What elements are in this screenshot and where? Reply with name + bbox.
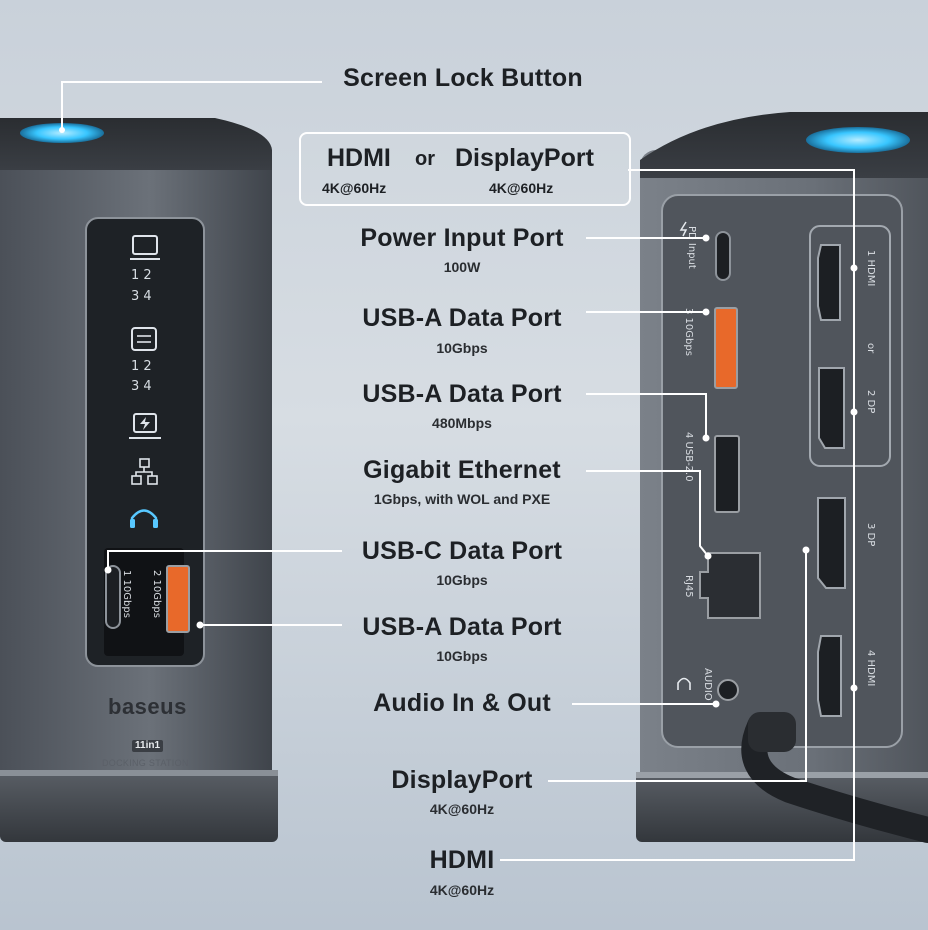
- lightning-icon: [679, 221, 688, 237]
- rear-headphone-icon: [677, 677, 691, 690]
- rear-usb-c-pd-port[interactable]: [715, 231, 731, 281]
- usb-a-10g-title: USB-A Data Port: [362, 304, 562, 332]
- hdmi-or-dp-left-spec: 4K@60Hz: [322, 180, 387, 196]
- leader-hdmi-or-dp: [500, 169, 855, 861]
- power-input-title: Power Input Port: [360, 224, 564, 252]
- brand-logo: baseus: [108, 694, 187, 719]
- hdmi-or-dp-right-spec: 4K@60Hz: [489, 180, 554, 196]
- brand-subtitle: DOCKING STATION: [102, 758, 189, 768]
- usb-a-front-spec: 10Gbps: [436, 648, 488, 664]
- front-usb-a-port[interactable]: [166, 565, 190, 633]
- hdmi-or-dp-box: HDMI or DisplayPort 4K@60Hz 4K@60Hz: [299, 132, 631, 206]
- display-numbers-top: 1 2: [131, 268, 152, 283]
- usb-c-title: USB-C Data Port: [361, 537, 563, 565]
- rear-dp-3-port[interactable]: [817, 497, 846, 589]
- leader-screen-lock: [61, 81, 322, 128]
- headphone-icon: [130, 509, 158, 528]
- leader-usb-c: [107, 550, 342, 570]
- brand-badge: 11in1: [132, 740, 164, 752]
- audio-title: Audio In & Out: [373, 689, 551, 717]
- hdmi-or-dp-or: or: [415, 148, 435, 170]
- usb-a-front-title: USB-A Data Port: [362, 613, 562, 641]
- displayport-spec: 4K@60Hz: [429, 801, 495, 817]
- monitor-icon: [130, 235, 160, 260]
- front-usb-c-port[interactable]: [105, 565, 121, 629]
- ethernet-spec: 1Gbps, with WOL and PXE: [373, 491, 551, 507]
- leader-usb-a-480: [586, 393, 707, 438]
- rear-hdmi-4-port[interactable]: [817, 635, 842, 717]
- leader-displayport: [548, 550, 807, 782]
- hdmi-title: HDMI: [429, 846, 495, 874]
- rear-hdmi-1-port[interactable]: [817, 244, 841, 321]
- hdmi-or-dp-right-title: DisplayPort: [455, 144, 594, 172]
- screen-lock-label: Screen Lock Button: [343, 64, 583, 92]
- hdmi-spec: 4K@60Hz: [429, 882, 495, 898]
- usb-a-480-title: USB-A Data Port: [362, 380, 562, 408]
- rear-usb-a-480-port[interactable]: [714, 435, 740, 513]
- power-input-spec: 100W: [443, 259, 481, 275]
- usb-c-spec: 10Gbps: [436, 572, 488, 588]
- rear-usb-a-10g-port[interactable]: [714, 307, 738, 389]
- usb-numbers-bottom: 3 4: [131, 379, 152, 394]
- usb-numbers-top: 1 2: [131, 359, 152, 374]
- ethernet-title: Gigabit Ethernet: [363, 456, 561, 484]
- ethernet-port[interactable]: [699, 552, 761, 619]
- rear-dp-2-port[interactable]: [818, 367, 845, 449]
- display-numbers-bottom: 3 4: [131, 289, 152, 304]
- hdmi-or-dp-left-title: HDMI: [327, 144, 391, 172]
- usb-a-480-spec: 480Mbps: [432, 415, 492, 431]
- network-icon: [131, 458, 158, 485]
- audio-jack[interactable]: [717, 679, 739, 701]
- laptop-charge-icon: [129, 413, 161, 439]
- usb-switch-icon: [131, 327, 157, 351]
- usb-a-10g-spec: 10Gbps: [436, 340, 488, 356]
- leader-ethernet: [586, 470, 709, 557]
- displayport-title: DisplayPort: [391, 766, 533, 794]
